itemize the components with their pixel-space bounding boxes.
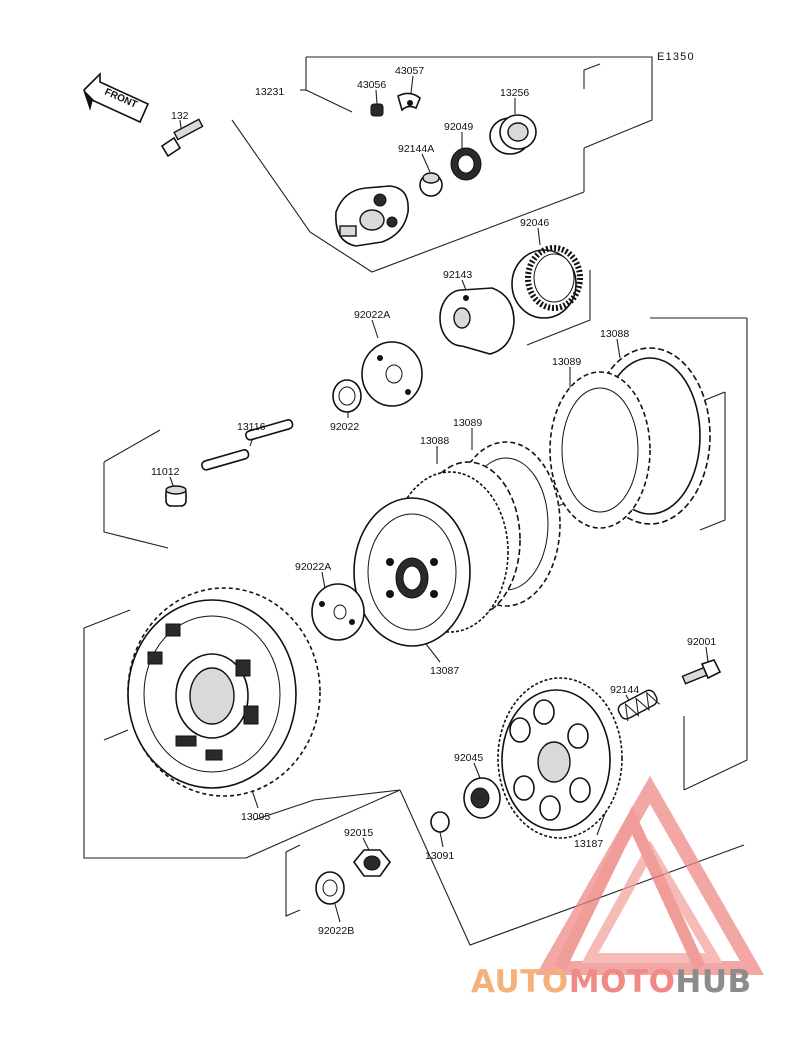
part-label-13116: 13116 — [237, 421, 266, 433]
part-label-92045: 92045 — [454, 752, 483, 764]
part-label-92022B: 92022B — [318, 925, 354, 937]
needle-bearing-92046 — [511, 245, 583, 319]
part-label-92144: 92144 — [610, 684, 639, 696]
part-label-13091: 13091 — [425, 850, 454, 862]
part-label-92022A-mid: 92022A — [295, 561, 331, 573]
part-label-11012: 11012 — [151, 466, 180, 478]
part-label-92015: 92015 — [344, 827, 373, 839]
plug-11012 — [165, 485, 187, 507]
pin-13091 — [430, 811, 450, 833]
washer-92022B — [315, 871, 345, 905]
part-label-13256: 13256 — [500, 87, 529, 99]
collar-92143 — [439, 287, 515, 355]
washer-92022A-mid — [311, 583, 365, 641]
part-label-43057: 43057 — [395, 65, 424, 77]
part-label-13089-right: 13089 — [552, 356, 581, 368]
watermark-moto: MOTO — [569, 964, 676, 1000]
bearing-92045 — [463, 777, 501, 819]
watermark-auto: AUTO — [471, 964, 569, 1000]
pressure-plate-13187 — [497, 677, 623, 839]
part-label-13095: 13095 — [241, 811, 270, 823]
part-label-92144A: 92144A — [398, 143, 434, 155]
clutch-housing-13095 — [127, 587, 321, 797]
watermark-text: AUTOMOTOHUB — [471, 964, 752, 1000]
part-label-92046: 92046 — [520, 217, 549, 229]
part-label-13088-right: 13088 — [600, 328, 629, 340]
bolt-132 — [160, 118, 204, 158]
washer-92022A-top — [361, 341, 423, 407]
part-label-13089-mid: 13089 — [453, 417, 482, 429]
release-mechanism-13231 — [335, 185, 409, 247]
nut-92015 — [352, 849, 392, 877]
part-label-132: 132 — [171, 110, 189, 122]
push-rods-13116 — [201, 419, 294, 471]
front-arrow-icon: FRONT — [83, 72, 150, 124]
plates-right-group — [549, 347, 711, 529]
part-label-13187: 13187 — [574, 838, 603, 850]
part-label-92001: 92001 — [687, 636, 716, 648]
part-label-92022A-top: 92022A — [354, 309, 390, 321]
part-label-13088-mid: 13088 — [420, 435, 449, 447]
spring-cap-92144A — [419, 172, 443, 197]
part-label-92049: 92049 — [444, 121, 473, 133]
bearing-13256 — [489, 114, 537, 155]
part-label-13087: 13087 — [430, 665, 459, 677]
part-label-92022: 92022 — [330, 421, 359, 433]
bolt-43056 — [370, 103, 384, 117]
part-label-92143: 92143 — [443, 269, 472, 281]
diagram-code: E1350 — [657, 51, 695, 63]
part-label-43056: 43056 — [357, 79, 386, 91]
watermark-hub: HUB — [675, 964, 751, 1000]
washer-92022 — [332, 379, 362, 413]
spring-92144 — [617, 689, 660, 722]
watermark-logo — [535, 775, 765, 975]
clip-43057 — [397, 92, 421, 112]
clutch-hub-13087 — [353, 471, 509, 647]
bolt-92001 — [681, 659, 722, 685]
part-label-13231: 13231 — [255, 86, 284, 98]
oil-seal-92049 — [450, 147, 482, 181]
